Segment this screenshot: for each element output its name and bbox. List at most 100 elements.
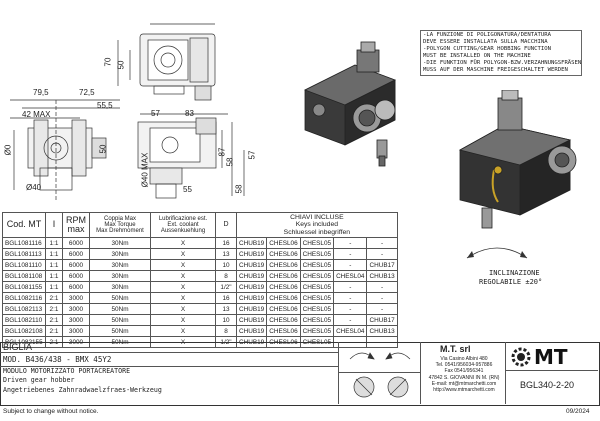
table-cell: 1/2" xyxy=(215,281,237,293)
table-cell: 1:1 xyxy=(45,248,63,260)
table-cell: X xyxy=(150,314,216,326)
table-cell: 30Nm xyxy=(89,270,151,282)
table-cell: X xyxy=(150,248,216,260)
table-cell: CHESL06 xyxy=(266,237,301,249)
table-cell: CHESL06 xyxy=(266,314,301,326)
table-cell: CHUB13 xyxy=(366,270,398,282)
table-cell: X xyxy=(150,270,216,282)
table-cell: 6000 xyxy=(62,248,90,260)
table-cell: X xyxy=(150,292,216,304)
table-cell: CHUB19 xyxy=(235,270,268,282)
dim-55-bottom: 55 xyxy=(183,185,192,194)
table-cell: CHESL06 xyxy=(266,259,301,271)
table-cell: CHESL05 xyxy=(299,237,335,249)
note-line: MUST BE INSTALLED ON THE MACHINE xyxy=(423,52,531,59)
table-cell: CHESL06 xyxy=(266,248,301,260)
table-cell: X xyxy=(150,325,216,337)
dim-70: 70 xyxy=(103,57,113,67)
installation-note-box xyxy=(420,30,582,76)
table-cell: CHESL06 xyxy=(266,303,301,315)
table-cell: - xyxy=(366,237,398,249)
description-it: MODULO MOTORIZZATO PORTACREATORE xyxy=(3,367,131,375)
table-header-row: Cod. MT I RPM max Coppia Max Max Torque … xyxy=(2,212,398,238)
model-line: MOD. B436/438 - BMX 45Y2 xyxy=(3,355,112,364)
table-cell: 30Nm xyxy=(89,259,151,271)
table-cell: - xyxy=(333,237,368,249)
table-cell: 10 xyxy=(215,314,237,326)
dim-57-side: 57 xyxy=(247,150,257,160)
orthographic-drawings xyxy=(10,23,245,200)
dim-50-top: 50 xyxy=(116,60,126,70)
inclination-range: REGOLABILE ±20° xyxy=(479,278,543,286)
dim-83: 83 xyxy=(185,109,194,118)
table-cell: CHUB19 xyxy=(235,325,268,337)
table-cell: 6000 xyxy=(62,281,90,293)
table-cell: - xyxy=(366,248,398,260)
note-line: -DIE FUNKTION FÜR POLYGON-BZW.VERZAHNUNG… xyxy=(423,59,582,66)
table-cell: 1:1 xyxy=(45,281,63,293)
table-cell: CHUB17 xyxy=(366,314,398,326)
company-address: Via Casino Albini 480 Tel. 0541/956034-9… xyxy=(424,356,504,393)
spec-table: Cod. MT I RPM max Coppia Max Max Torque … xyxy=(2,212,398,348)
col-coolant: Lubrificazione est. Ext. coolant Aussenk… xyxy=(150,212,216,238)
table-cell: CHUB19 xyxy=(235,292,268,304)
gear-icon xyxy=(511,347,531,367)
table-cell: CHESL05 xyxy=(299,314,335,326)
table-cell: 13 xyxy=(215,303,237,315)
table-cell: - xyxy=(333,292,368,304)
table-cell: 2:1 xyxy=(45,303,63,315)
dim-dia-40-max: Ø40 MAX xyxy=(140,152,150,188)
mt-logo: MT xyxy=(510,346,594,368)
dim-72-5: 72,5 xyxy=(79,88,95,97)
table-cell: BGL1081110 xyxy=(2,259,46,271)
table-cell: CHESL05 xyxy=(299,259,335,271)
table-cell: CHUB19 xyxy=(235,248,268,260)
note-line: -LA FUNZIONE DI POLIGONATURA/DENTATURA xyxy=(423,32,551,38)
product-render-1 xyxy=(304,41,396,167)
table-cell: CHESL06 xyxy=(266,292,301,304)
inclination-arrow xyxy=(466,247,528,259)
projection-symbols xyxy=(349,352,411,398)
table-cell: 3000 xyxy=(62,292,90,304)
description-en: Driven gear hobber xyxy=(3,376,75,384)
table-cell: 30Nm xyxy=(89,281,151,293)
dim-58-side: 58 xyxy=(234,184,244,194)
table-cell: CHESL05 xyxy=(299,325,335,337)
col-keys: CHIAVI INCLUSE Keys included Schluessel … xyxy=(236,212,398,238)
logo-text: MT xyxy=(534,345,568,369)
address-line: Via Casino Albini 480 xyxy=(440,356,488,362)
table-cell: X xyxy=(150,303,216,315)
table-cell: BGL1081155 xyxy=(2,281,46,293)
table-cell: - xyxy=(333,259,368,271)
table-cell: - xyxy=(366,292,398,304)
table-cell: 6000 xyxy=(62,270,90,282)
note-line: -POLYGON CUTTING/GEAR HOBBING FUNCTION xyxy=(423,45,551,52)
table-cell: 1:1 xyxy=(45,237,63,249)
inclination-label: INCLINAZIONE xyxy=(489,269,540,277)
table-cell: BGL1082113 xyxy=(2,303,46,315)
table-cell: CHUB13 xyxy=(366,325,398,337)
address-line: Fax 0541/956341 xyxy=(444,368,484,375)
table-cell: 6000 xyxy=(62,259,90,271)
table-cell: 3000 xyxy=(62,314,90,326)
table-cell: - xyxy=(333,281,368,293)
table-cell: 3000 xyxy=(62,303,90,315)
table-cell: 16 xyxy=(215,237,237,249)
col-code: Cod. MT xyxy=(2,212,46,238)
table-cell: 2:1 xyxy=(45,292,63,304)
table-cell: 2:1 xyxy=(45,325,63,337)
dim-58-right: 58 xyxy=(225,157,235,167)
note-line: MUSS AUF DER MASCHINE FREIGESCHALTET WER… xyxy=(423,66,568,73)
revision-date: 09/2024 xyxy=(566,408,590,415)
table-cell: BGL1082110 xyxy=(2,314,46,326)
dim-55-5: 55,5 xyxy=(97,101,113,110)
address-line: E-mail: mt@mtmarchetti.com xyxy=(431,380,497,387)
dim-dia-40: Ø40 xyxy=(26,183,42,192)
